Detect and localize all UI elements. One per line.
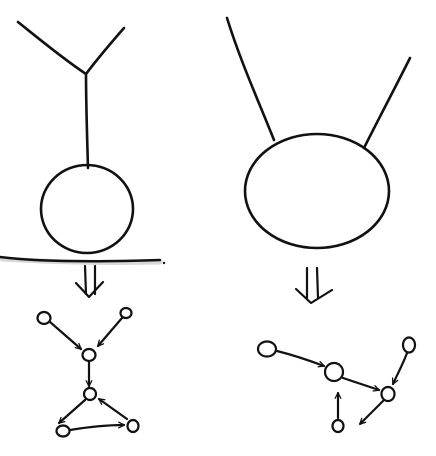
edge-arrow xyxy=(57,398,87,425)
left-table-line xyxy=(0,255,162,263)
edge-arrow xyxy=(48,320,83,351)
node xyxy=(380,385,396,403)
left-y-string xyxy=(16,20,126,170)
edge-arrow xyxy=(358,399,385,426)
left-table-dot xyxy=(162,261,166,265)
double-down-arrow-icon xyxy=(294,266,334,305)
edge-arrow xyxy=(68,421,126,432)
node xyxy=(126,418,140,434)
right-ball xyxy=(243,132,391,250)
edge-arrow xyxy=(341,376,381,392)
edge-arrow xyxy=(391,351,409,386)
left-ball xyxy=(39,163,135,255)
node xyxy=(36,310,52,326)
node xyxy=(81,347,97,363)
node xyxy=(55,424,71,438)
node xyxy=(401,336,417,354)
right-v-string xyxy=(225,16,412,150)
node xyxy=(323,361,345,383)
node xyxy=(82,386,98,402)
node xyxy=(119,306,133,320)
node xyxy=(256,340,278,358)
edge-arrow xyxy=(97,397,129,421)
double-down-arrow-icon xyxy=(74,264,105,299)
right-graph xyxy=(256,336,417,434)
edge-arrow xyxy=(275,349,326,368)
edge-arrow xyxy=(96,316,124,348)
left-graph xyxy=(36,306,140,438)
left-sketch xyxy=(0,20,166,438)
right-sketch xyxy=(225,16,417,434)
node xyxy=(331,418,345,434)
